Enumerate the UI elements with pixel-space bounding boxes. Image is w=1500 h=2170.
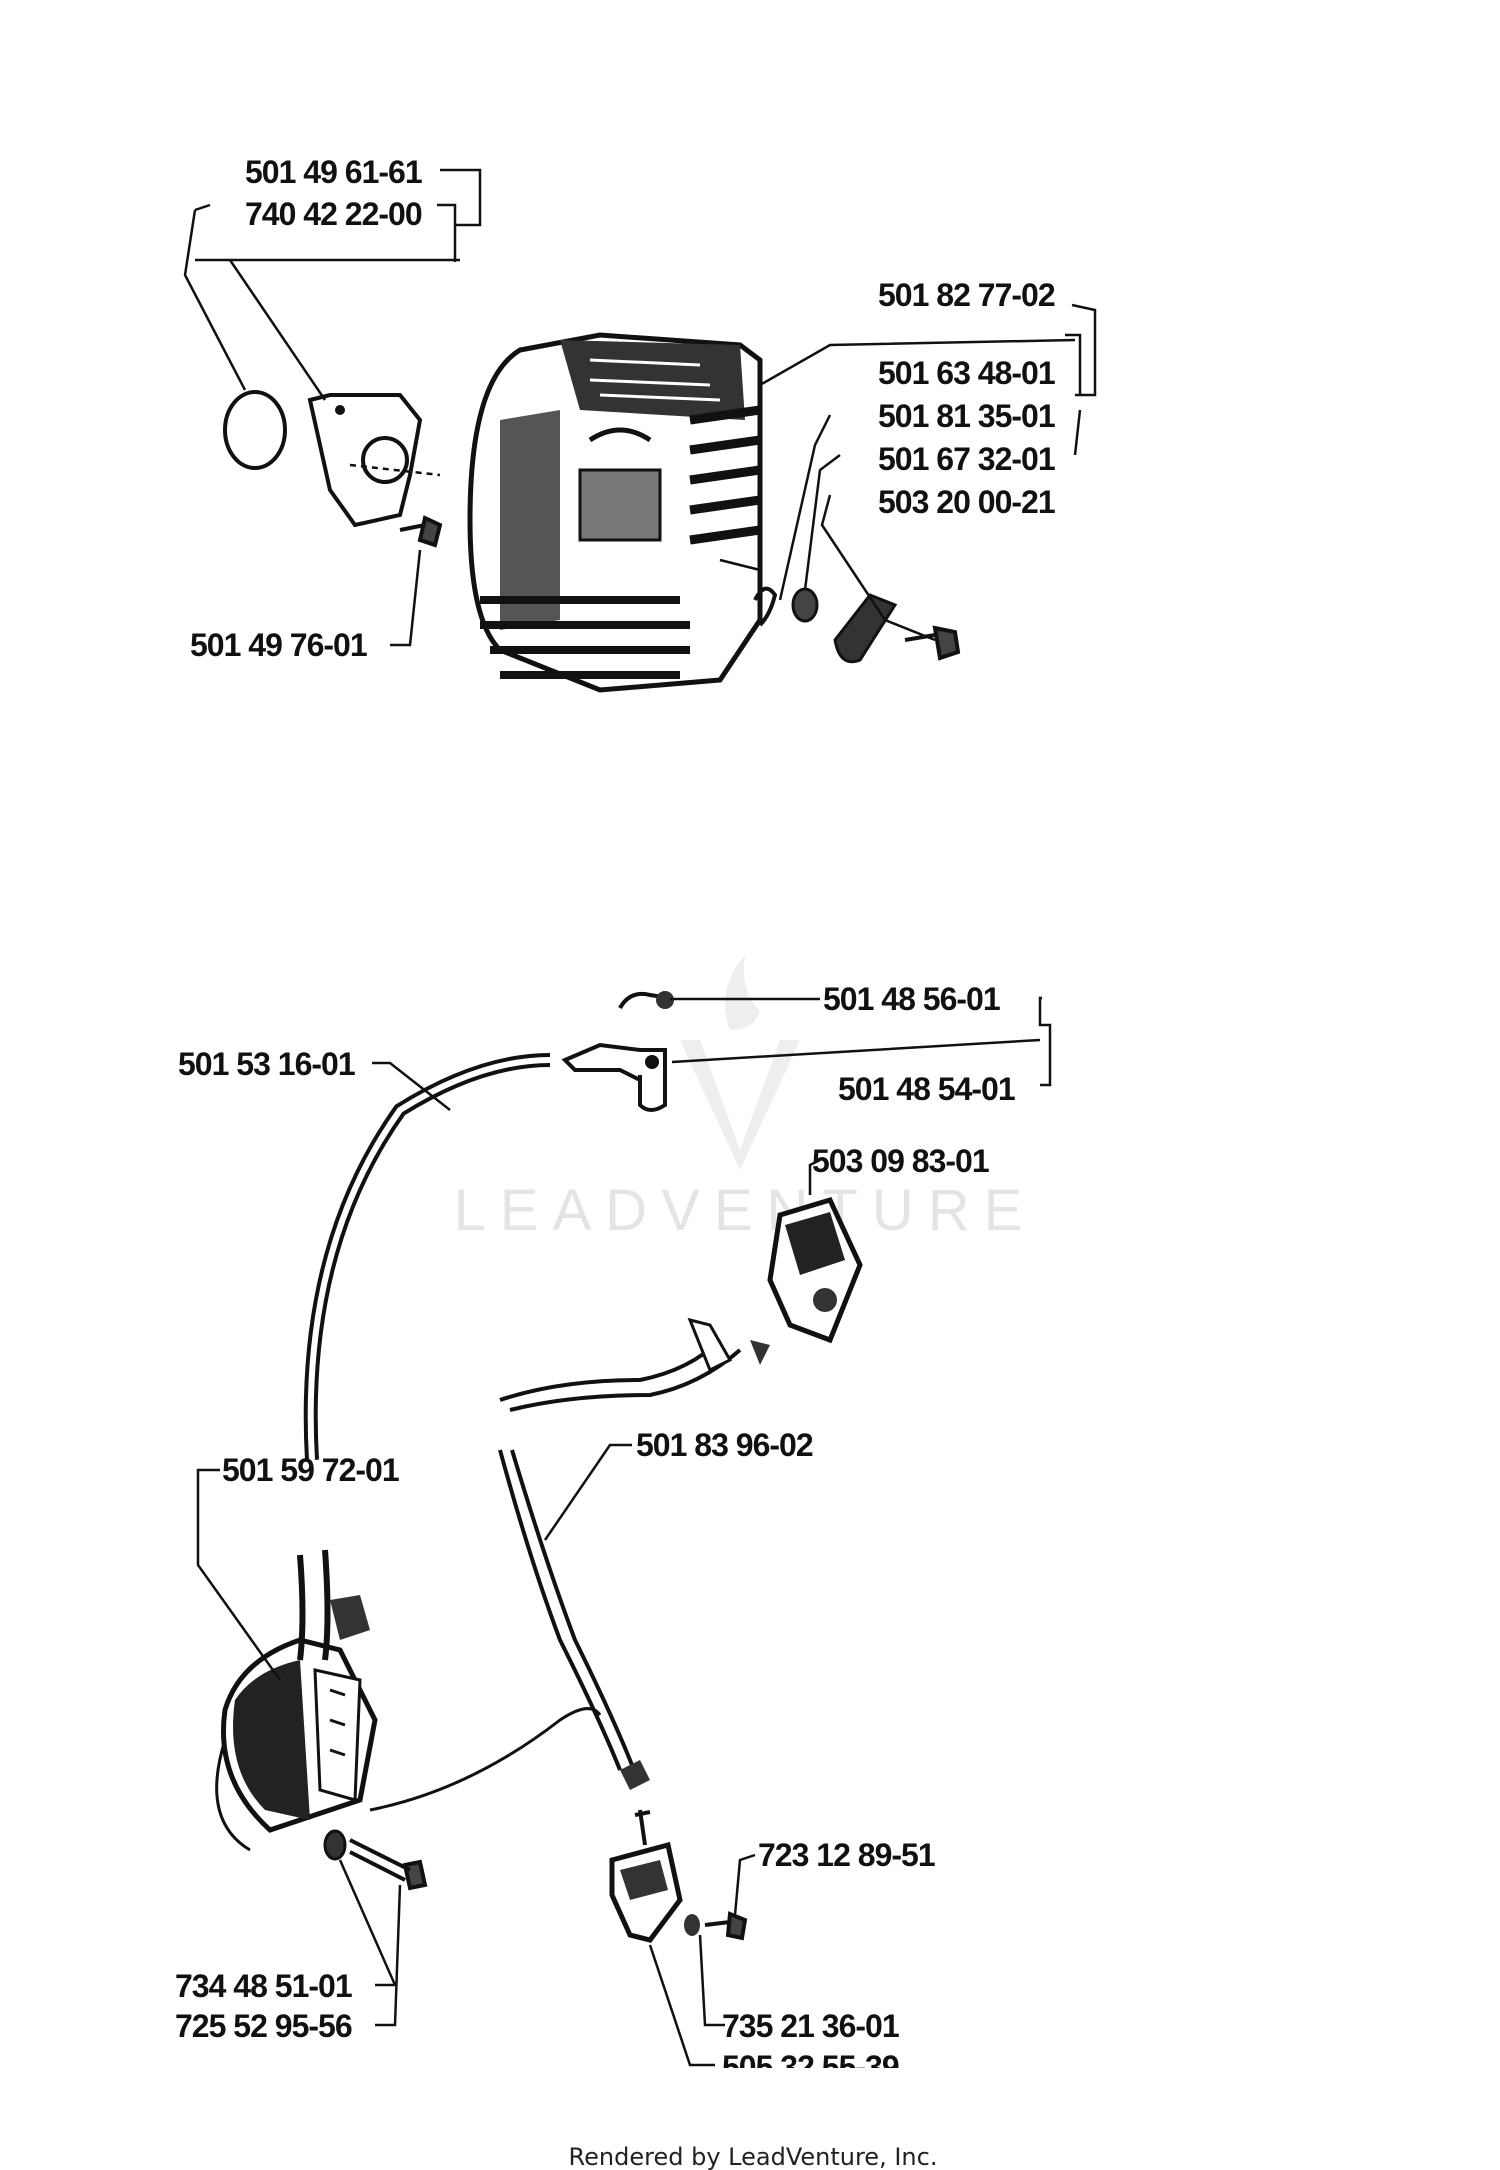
ht-lead-part[interactable] xyxy=(303,1053,551,1461)
crop-mask xyxy=(700,2068,1000,2098)
valve-part[interactable] xyxy=(833,593,898,664)
part-label-p12[interactable]: 503 09 83-01 xyxy=(812,1143,990,1179)
leader-p14 xyxy=(196,1468,282,1681)
part-label-p11[interactable]: 501 48 54-01 xyxy=(838,1071,1016,1107)
flange-hole xyxy=(361,436,409,484)
watermark: LEADVENTURE xyxy=(454,955,1037,1243)
bolt-part[interactable] xyxy=(904,625,961,661)
part-label-p1[interactable]: 501 49 61-61 xyxy=(245,154,423,190)
part-label-p18[interactable]: 735 21 36-01 xyxy=(722,2008,900,2044)
part-label-p7[interactable]: 503 20 00-21 xyxy=(878,484,1056,520)
part-label-p10[interactable]: 501 53 16-01 xyxy=(178,1046,356,1082)
leader-p10 xyxy=(372,1061,451,1111)
ignition-bolt-part[interactable] xyxy=(349,1838,428,1891)
leader-p15 xyxy=(733,1853,756,1916)
leader-p8 xyxy=(390,549,422,647)
spring-clip-part[interactable] xyxy=(618,991,671,1010)
cylinder-part[interactable] xyxy=(467,332,763,693)
o-ring-part[interactable] xyxy=(223,390,287,470)
leader-p1 xyxy=(440,168,482,227)
part-label-p16[interactable]: 734 48 51-01 xyxy=(175,1968,353,2004)
footer-credit: Rendered by LeadVenture, Inc. xyxy=(569,2143,938,2170)
leader-p3 xyxy=(759,303,1097,397)
part-label-p4[interactable]: 501 63 48-01 xyxy=(878,355,1056,391)
leader-p13 xyxy=(543,1443,632,1541)
leader-p19 xyxy=(648,1944,715,2067)
leader-p12 xyxy=(808,1158,821,1195)
part-label-p2[interactable]: 740 42 22-00 xyxy=(245,196,423,232)
part-label-p14[interactable]: 501 59 72-01 xyxy=(222,1452,400,1488)
leader-p5 xyxy=(778,409,1082,601)
part-label-p3[interactable]: 501 82 77-02 xyxy=(878,277,1056,313)
leader-p11 xyxy=(671,996,1052,1087)
washer-part[interactable] xyxy=(791,587,819,623)
part-label-p13[interactable]: 501 83 96-02 xyxy=(636,1427,814,1463)
part-label-p5[interactable]: 501 81 35-01 xyxy=(878,398,1056,434)
leader-p7 xyxy=(820,494,936,642)
washer-part-relay[interactable] xyxy=(684,1914,700,1936)
leader-p17 xyxy=(375,1884,402,2027)
leader-p2 xyxy=(183,203,460,401)
part-label-p17[interactable]: 725 52 95-56 xyxy=(175,2008,353,2044)
flange-screw-part[interactable] xyxy=(399,515,443,548)
ignition-module-part[interactable] xyxy=(215,1549,378,1852)
part-label-p6[interactable]: 501 67 32-01 xyxy=(878,441,1056,477)
part-label-p9[interactable]: 501 48 56-01 xyxy=(823,981,1001,1017)
part-label-p8[interactable]: 501 49 76-01 xyxy=(190,627,368,663)
cylinder-assembly xyxy=(183,168,1097,693)
watermark-logo-icon xyxy=(680,955,800,1170)
relay-screw-part[interactable] xyxy=(704,1911,748,1941)
gasket-part[interactable] xyxy=(753,586,778,627)
watermark-text: LEADVENTURE xyxy=(454,1178,1037,1243)
ignition-assembly xyxy=(196,991,1052,2067)
leader-p18 xyxy=(698,1934,725,2027)
leader-p6 xyxy=(803,454,841,591)
wire-harness-part[interactable] xyxy=(498,1449,634,1771)
part-label-p15[interactable]: 723 12 89-51 xyxy=(758,1837,936,1873)
leader-p16 xyxy=(338,1859,397,1987)
washer-part-bottom[interactable] xyxy=(323,1829,347,1861)
